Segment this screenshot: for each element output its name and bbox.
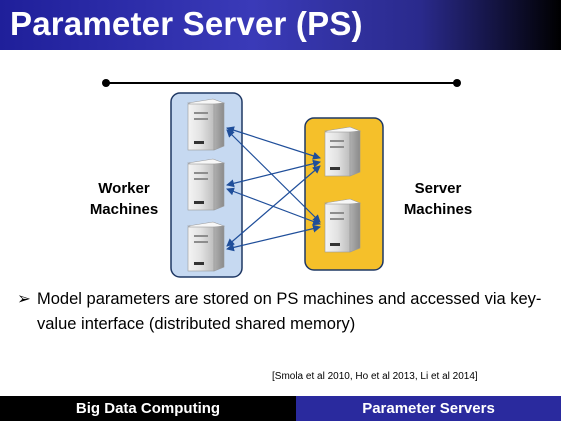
worker-machines-text: Worker Machines [89,180,159,218]
timeline-end-dot [453,79,461,87]
arrow-w3-s2 [226,224,321,252]
bullet-arrow-icon: ➢ [17,290,31,308]
bullet-text: Model parameters are stored on PS machin… [37,290,542,333]
timeline-start-dot [102,79,110,87]
server-machines-text: Server Machines [403,180,473,218]
footer-course-title: Big Data Computing [0,396,296,421]
slide-title: Parameter Server (PS) [10,5,363,42]
citation: [Smola et al 2010, Ho et al 2013, Li et … [272,371,478,382]
footer-section-title: Parameter Servers [296,396,561,421]
server-machines-label: Server Machines [392,178,484,220]
worker-server-icon-3 [186,221,226,272]
worker-server-icon-1 [186,98,226,151]
worker-server-icon-2 [186,158,226,211]
title-bar: Parameter Server (PS) [0,0,561,50]
server-server-icon-2 [323,198,362,253]
server-server-icon-1 [323,126,362,177]
worker-machines-label: Worker Machines [78,178,170,220]
connection-arrows [226,126,321,252]
